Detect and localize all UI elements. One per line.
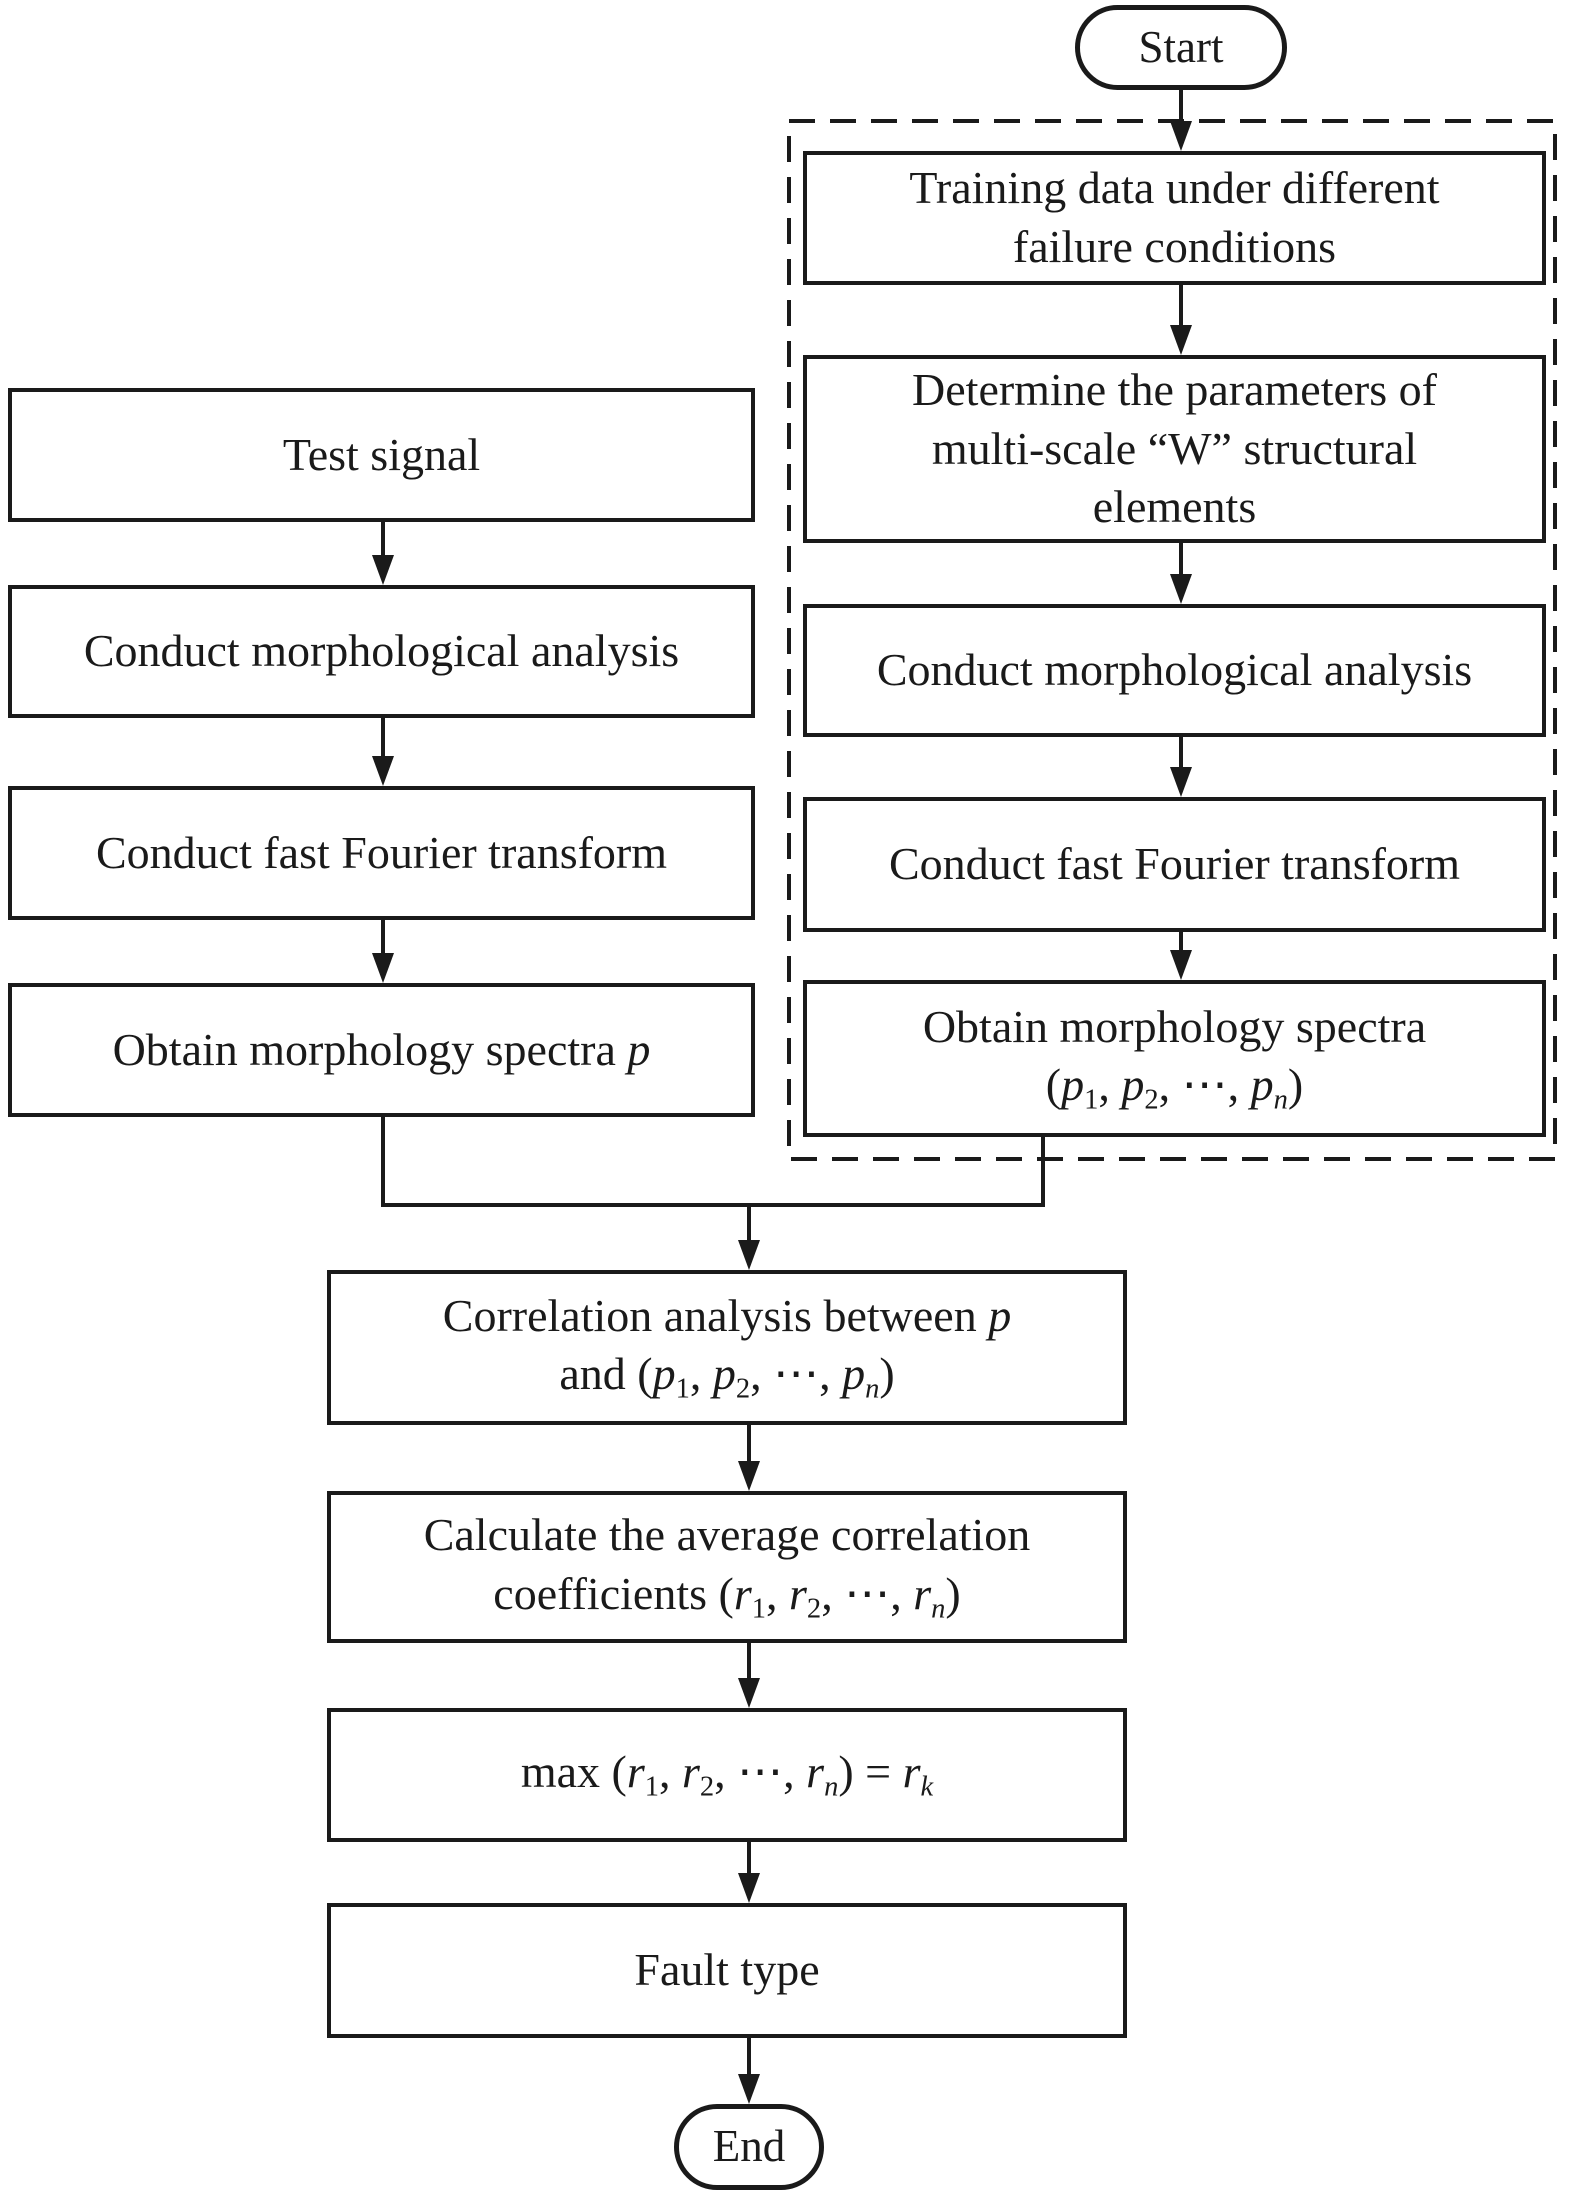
right-fourier-transform-box: Conduct fast Fourier transform [803, 797, 1546, 932]
arrow-correlation-to-calculate [738, 1423, 760, 1491]
left-morphological-analysis-box: Conduct morphological analysis [8, 585, 755, 718]
test-signal-box: Test signal [8, 388, 755, 522]
right-morphological-analysis-box: Conduct morphological analysis [803, 604, 1546, 737]
arrow-morph-analysis-to-fft-right [1170, 735, 1192, 797]
arrow-start-to-training-data [1170, 88, 1192, 151]
fault-type-box: Fault type [327, 1903, 1127, 2038]
start-terminal: Start [1075, 5, 1287, 90]
left-fourier-transform-box: Conduct fast Fourier transform [8, 786, 755, 920]
left-obtain-spectra-box: Obtain morphology spectra p [8, 983, 755, 1117]
arrow-fft-to-obtain-spectra-left [372, 918, 394, 983]
arrow-fft-to-obtain-spectra-right [1170, 930, 1192, 980]
arrow-merge-to-correlation [738, 1205, 760, 1270]
arrow-calculate-to-max [738, 1641, 760, 1708]
arrow-morph-analysis-to-fft-left [372, 716, 394, 786]
right-obtain-spectra-box: Obtain morphology spectra(p1, p2, ⋯, pn) [803, 980, 1546, 1137]
arrow-test-signal-to-morph-analysis [372, 520, 394, 585]
arrow-determine-to-morph-analysis [1170, 541, 1192, 604]
arrow-training-data-to-determine [1170, 283, 1192, 355]
arrow-max-to-fault-type [738, 1840, 760, 1903]
arrow-fault-type-to-end [738, 2036, 760, 2104]
max-coefficient-box: max (r1, r2, ⋯, rn) = rk [327, 1708, 1127, 1842]
end-terminal: End [674, 2104, 824, 2190]
